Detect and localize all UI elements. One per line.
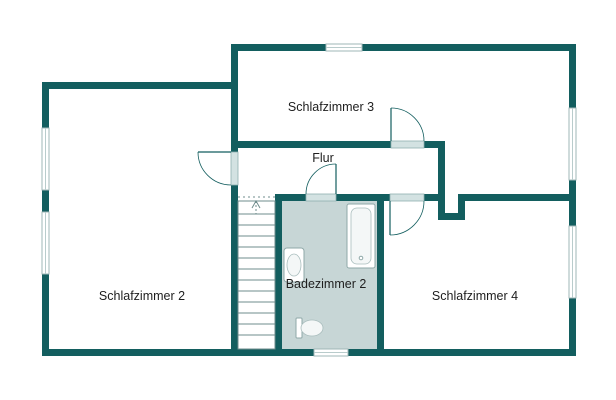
wall-sz4-top: [463, 194, 576, 201]
wall-top-left: [42, 82, 238, 89]
window-top: [325, 43, 363, 52]
door-schlafzimmer-3: [390, 107, 425, 149]
window-bath-bottom: [313, 348, 349, 357]
wall-sz3-bottom-b: [424, 141, 445, 148]
wall-bath-right: [377, 194, 384, 356]
bathtub: [346, 203, 376, 269]
wall-pillar-bottom: [438, 213, 465, 220]
doors: [197, 107, 425, 236]
toilet: [295, 317, 324, 339]
wall-stair-left: [231, 185, 238, 356]
wall-bath-left: [275, 194, 282, 356]
wall-bath-top-far: [424, 194, 445, 201]
wall-upper-left: [231, 44, 238, 169]
label-schlafzimmer-3: Schlafzimmer 3: [288, 100, 374, 114]
wall-sz3-bottom-a: [231, 141, 391, 148]
wall-top-upper: [231, 44, 576, 51]
door-badezimmer-2: [305, 163, 337, 202]
wall-bottom: [42, 349, 576, 356]
wall-corridor-right: [438, 141, 445, 201]
window-left-upper: [41, 127, 50, 191]
door-schlafzimmer-4: [389, 193, 425, 236]
staircase: [237, 196, 276, 350]
wall-pillar-left: [438, 194, 445, 220]
window-left-lower: [41, 211, 50, 275]
sink: [283, 247, 305, 283]
wall-bath-top-right: [336, 194, 390, 201]
label-badezimmer-2: Badezimmer 2: [286, 277, 367, 291]
door-schlafzimmer-2: [197, 151, 239, 186]
wall-pillar-right: [458, 194, 465, 220]
window-right-upper: [568, 107, 577, 181]
wall-bath-top-left: [275, 194, 306, 201]
label-schlafzimmer-2: Schlafzimmer 2: [99, 289, 185, 303]
window-right-lower: [568, 225, 577, 299]
label-schlafzimmer-4: Schlafzimmer 4: [432, 289, 518, 303]
room-labels: Schlafzimmer 2 Schlafzimmer 3 Schlafzimm…: [99, 100, 518, 303]
windows: [41, 43, 577, 357]
label-flur: Flur: [312, 151, 334, 165]
